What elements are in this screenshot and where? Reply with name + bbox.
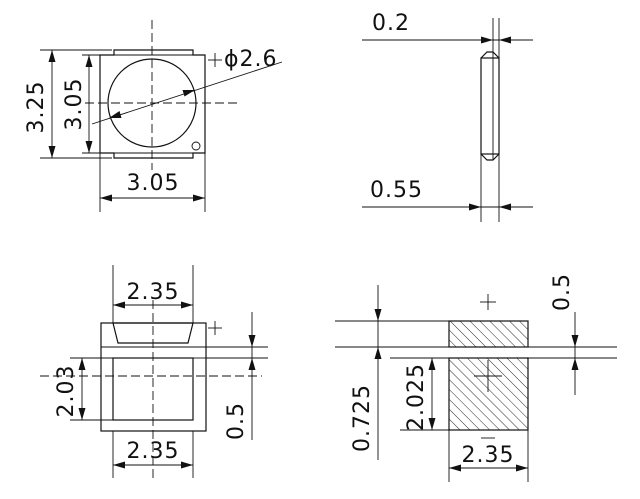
- dia-2-6-label: ϕ2.6: [224, 47, 278, 72]
- dim-3-05v-label: 3.05: [62, 78, 87, 131]
- dia-2-6-arrow-right: [182, 90, 195, 97]
- dim-0-2-arrow-left: [481, 36, 493, 44]
- dim-2-025-arrow-bottom: [428, 418, 436, 430]
- dia-2-6-arrow-left: [109, 111, 122, 118]
- side-view: 0.2 0.55: [362, 11, 533, 222]
- dim-2-03-arrow-top: [78, 358, 86, 370]
- dim-2-35-bottom-label: 2.35: [127, 439, 180, 464]
- dim-0-5-bv-arrow-bottom: [248, 358, 256, 370]
- dim-2-03-arrow-bottom: [78, 408, 86, 420]
- dim-3-05v-arrow-top: [85, 55, 93, 67]
- dim-0-725-arrow-bottom: [374, 347, 382, 359]
- bottom-view-top-pad: [112, 322, 194, 344]
- dim-3-25-label: 3.25: [24, 81, 49, 134]
- dim-3-05v-arrow-bottom: [85, 141, 93, 153]
- dim-2-025-label: 2.025: [404, 363, 429, 431]
- dim-0-55-arrow-right: [499, 203, 511, 211]
- dim-2-35-fp-arrow-left: [449, 464, 461, 472]
- footprint-bottom-pad: [448, 357, 529, 431]
- dim-2-35-bottom-arrow-right: [181, 461, 193, 469]
- side-view-lens-bottom: [480, 153, 500, 161]
- dim-2-03-label: 2.03: [54, 365, 79, 418]
- dim-3-05h-arrow-right: [193, 194, 205, 202]
- side-view-body: [480, 57, 500, 155]
- dim-3-05h-arrow-left: [100, 194, 112, 202]
- dim-2-35-bottom-arrow-left: [113, 461, 125, 469]
- dim-3-25-arrow-top: [48, 50, 56, 62]
- dim-0-55-label: 0.55: [370, 178, 423, 203]
- footprint-top-pad: [448, 320, 529, 348]
- dim-3-05h-label: 3.05: [127, 171, 180, 196]
- dim-0-5-bv-arrow-top: [248, 335, 256, 347]
- dim-2-35-top-label: 2.35: [127, 280, 180, 305]
- dim-0-5-fp-arrow-bottom: [571, 358, 579, 370]
- footprint-view: 0.5 0.725 2.025 2.35: [335, 273, 617, 482]
- polarity-mark-circle: [191, 141, 201, 151]
- dim-0-5-bv-label: 0.5: [224, 402, 249, 440]
- dim-0-725-arrow-top: [374, 309, 382, 321]
- dim-3-25-arrow-bottom: [48, 146, 56, 158]
- dim-0-5-fp-label: 0.5: [550, 273, 575, 311]
- dim-2-35-top-arrow-right: [181, 301, 193, 309]
- dim-0-2-label: 0.2: [372, 11, 410, 36]
- dim-0-725-label: 0.725: [350, 384, 375, 452]
- dim-2-025-arrow-top: [428, 358, 436, 370]
- side-view-lens-top: [480, 51, 500, 59]
- bottom-view: 2.35 2.03 2.35 0.5: [40, 265, 268, 478]
- dim-0-5-fp-arrow-top: [571, 335, 579, 347]
- dim-0-55-arrow-left: [469, 203, 481, 211]
- dim-2-35-fp-arrow-right: [516, 464, 528, 472]
- dim-0-2-arrow-right: [499, 36, 511, 44]
- top-view: 3.25 3.05 3.05 ϕ2.6: [24, 20, 283, 212]
- dim-2-35-fp-label: 2.35: [462, 443, 515, 468]
- dim-2-35-top-arrow-left: [113, 301, 125, 309]
